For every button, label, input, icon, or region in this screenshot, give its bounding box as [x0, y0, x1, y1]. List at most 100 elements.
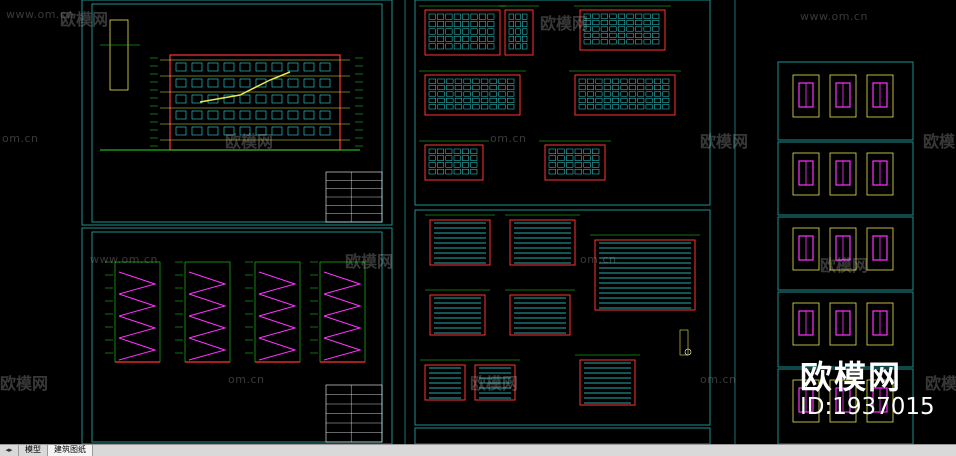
desk: [609, 26, 617, 32]
desk: [643, 13, 651, 19]
desk: [462, 35, 470, 42]
desk: [583, 155, 591, 161]
desk: [462, 21, 470, 28]
tab-scroll-arrows[interactable]: ◂▸: [0, 445, 19, 456]
desk: [652, 26, 660, 32]
desk: [453, 35, 461, 42]
desk: [498, 85, 506, 91]
cad-model-space[interactable]: www.om.cn 欧模网 www.om.cn 欧模网 om.cn 欧模网 om…: [0, 0, 956, 444]
desk: [574, 148, 582, 154]
desk: [446, 104, 454, 110]
window: [255, 78, 267, 88]
window: [207, 126, 219, 136]
cad-drawing[interactable]: [0, 0, 956, 444]
tab-model[interactable]: 模型: [19, 445, 48, 456]
desk: [592, 26, 600, 32]
desk: [612, 91, 620, 97]
window: [287, 78, 299, 88]
window: [255, 94, 267, 104]
desk: [428, 97, 436, 103]
desk: [445, 148, 453, 154]
core-plan: [866, 74, 894, 118]
desk: [428, 21, 436, 28]
desk: [645, 104, 653, 110]
desk: [603, 97, 611, 103]
sheet-frame: [414, 427, 711, 444]
desk: [612, 104, 620, 110]
desk: [437, 155, 444, 161]
hall-wall: [474, 364, 516, 401]
desk: [592, 20, 600, 26]
desk: [479, 21, 486, 28]
desk: [462, 155, 469, 161]
desk: [595, 78, 603, 84]
desk: [617, 26, 626, 32]
hall-wall: [424, 364, 466, 401]
desk: [612, 85, 620, 91]
desk: [600, 26, 608, 32]
stair-ramp: [199, 71, 291, 103]
desk: [583, 32, 591, 38]
sheet-frame: [777, 291, 914, 368]
window: [239, 110, 251, 120]
desk: [437, 78, 445, 84]
desk: [470, 169, 478, 175]
desk: [453, 43, 461, 50]
desk: [507, 97, 515, 103]
stair-flight: [323, 315, 362, 339]
desk: [592, 13, 600, 19]
desk: [445, 43, 453, 50]
desk: [462, 169, 469, 175]
desk: [578, 85, 586, 91]
desk: [654, 104, 661, 110]
desk: [480, 104, 489, 110]
stair-flight: [258, 315, 297, 339]
desk: [643, 32, 651, 38]
core-plan: [792, 302, 820, 346]
desk: [437, 162, 444, 168]
desk: [548, 169, 556, 175]
window: [175, 126, 187, 136]
tab-architectural-drawings[interactable]: 建筑图纸: [48, 445, 93, 456]
desk: [508, 35, 514, 42]
desk: [453, 148, 461, 154]
desk: [479, 43, 486, 50]
window: [303, 78, 315, 88]
room-wall: [504, 9, 534, 56]
stair-flight: [258, 337, 297, 361]
desk: [446, 97, 454, 103]
window: [319, 94, 331, 104]
desk: [652, 20, 660, 26]
desk: [453, 21, 461, 28]
hall-wall: [579, 359, 636, 406]
desk: [428, 155, 436, 161]
hall-wall: [429, 219, 491, 266]
desk: [522, 28, 528, 35]
desk: [645, 97, 653, 103]
desk: [428, 28, 436, 35]
desk: [489, 97, 497, 103]
desk: [437, 97, 445, 103]
desk: [454, 78, 463, 84]
desk: [574, 162, 582, 168]
desk: [583, 26, 591, 32]
section-outline: [169, 54, 341, 151]
desk: [480, 78, 489, 84]
desk: [603, 91, 611, 97]
desk: [654, 85, 661, 91]
window: [239, 126, 251, 136]
desk: [557, 155, 565, 161]
desk: [487, 28, 495, 35]
desk: [587, 91, 594, 97]
desk: [445, 162, 453, 168]
window: [239, 78, 251, 88]
desk: [462, 162, 469, 168]
desk: [662, 78, 670, 84]
room-wall: [424, 74, 521, 116]
window: [223, 126, 235, 136]
desk: [637, 104, 645, 110]
desk: [522, 35, 528, 42]
desk: [578, 104, 586, 110]
window: [175, 78, 187, 88]
window: [175, 94, 187, 104]
